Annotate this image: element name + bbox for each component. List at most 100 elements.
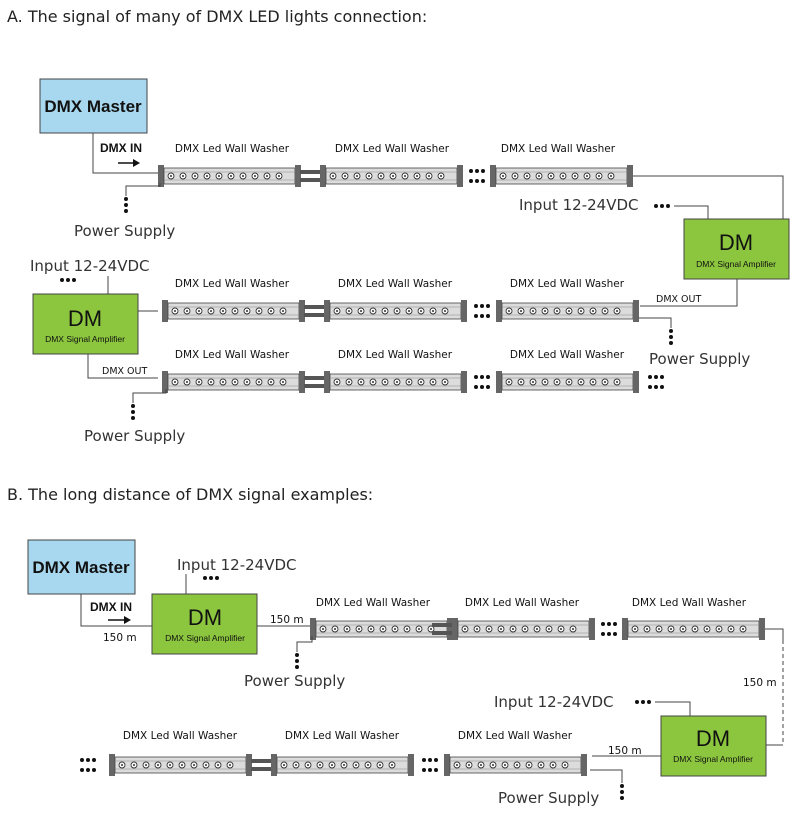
washer-a1-3	[489, 164, 634, 188]
washer-a2-1-label: DMX Led Wall Washer	[175, 278, 290, 290]
row-b1-to-amp-b2-wire	[765, 628, 784, 640]
power-wire-a1	[125, 183, 161, 196]
washer-a3-1-label: DMX Led Wall Washer	[175, 349, 290, 361]
distance-b2-label: 150 m	[270, 614, 304, 626]
washer-b1-2-label: DMX Led Wall Washer	[465, 597, 580, 609]
connector-a2-1	[304, 305, 326, 317]
input-a-left-label: Input 12-24VDC	[30, 257, 149, 275]
power-supply-a2-label: Power Supply	[649, 350, 750, 368]
input-dots-a-left	[60, 278, 76, 282]
input-dots-b2	[635, 700, 651, 704]
washer-a1-1-label: DMX Led Wall Washer	[175, 143, 290, 155]
power-supply-a3-label: Power Supply	[84, 427, 185, 445]
distance-b3-label: 150 m	[743, 677, 777, 689]
power-dots-a2	[669, 329, 673, 345]
amplifier-a-left-title: DM	[68, 306, 102, 331]
continuation-dots-b2	[422, 758, 438, 772]
amplifier-b1-subtitle: DMX Signal Amplifier	[165, 633, 245, 643]
continuation-dots-a1	[469, 169, 485, 183]
continuation-dots-a3-end	[648, 375, 664, 389]
power-dots-b2	[620, 784, 624, 800]
connector-b2-1	[251, 759, 273, 771]
amplifier-b1-title: DM	[188, 605, 222, 630]
washer-a2-2	[323, 299, 468, 323]
connector-a1-1	[300, 170, 322, 182]
power-dots-a3	[131, 404, 135, 420]
washer-b1-3	[621, 617, 766, 641]
washer-a1-1	[157, 164, 302, 188]
section-a-title: A. The signal of many of DMX LED lights …	[7, 7, 427, 26]
dmx-in-a-label: DMX IN	[100, 141, 142, 155]
washer-b2-3-label: DMX Led Wall Washer	[458, 730, 573, 742]
input-b2-label: Input 12-24VDC	[494, 693, 613, 711]
wire-a1-to-amp-right	[633, 175, 784, 219]
dmx-out-a-left-label: DMX OUT	[102, 366, 147, 377]
power-wire-a3	[132, 389, 167, 403]
washer-a1-3-label: DMX Led Wall Washer	[501, 143, 616, 155]
distance-b4-label: 150 m	[608, 745, 642, 757]
amplifier-b1: DM DMX Signal Amplifier	[151, 593, 258, 655]
washer-a2-3	[495, 299, 640, 323]
continuation-dots-a3	[474, 375, 490, 389]
dmx-master-b-label: DMX Master	[32, 558, 130, 577]
amplifier-b2-title: DM	[696, 726, 730, 751]
amplifier-a-left: DM DMX Signal Amplifier	[32, 293, 139, 355]
power-supply-b2-label: Power Supply	[498, 789, 599, 807]
washer-b1-3-label: DMX Led Wall Washer	[632, 597, 747, 609]
amplifier-a-right-subtitle: DMX Signal Amplifier	[696, 259, 776, 269]
washer-b2-1	[108, 753, 253, 777]
section-b-title: B. The long distance of DMX signal examp…	[7, 485, 373, 504]
input-wire-b2	[655, 701, 691, 716]
power-supply-a1-label: Power Supply	[74, 222, 175, 240]
washer-b1-1-label: DMX Led Wall Washer	[316, 597, 431, 609]
power-wire-b1	[296, 636, 313, 652]
washer-b2-2	[270, 753, 415, 777]
washer-b2-3	[443, 753, 588, 777]
washer-a3-3	[495, 370, 640, 394]
washer-a3-2-label: DMX Led Wall Washer	[338, 349, 453, 361]
dmx-in-b-label: DMX IN	[90, 600, 132, 614]
dmx-in-b-arrow	[108, 616, 131, 624]
washer-b1-2	[451, 617, 596, 641]
amplifier-a-right: DM DMX Signal Amplifier	[683, 218, 790, 280]
dmx-out-a-right-wire	[640, 279, 738, 307]
amplifier-a-right-title: DM	[719, 230, 753, 255]
washer-a3-2	[323, 370, 468, 394]
dmx-master-b: DMX Master	[27, 539, 136, 595]
washer-a2-1	[161, 299, 306, 323]
power-supply-b1-label: Power Supply	[244, 672, 345, 690]
dmx-master-a-wire	[92, 133, 158, 174]
power-dots-b1	[295, 653, 299, 669]
dmx-master-a: DMX Master	[39, 78, 148, 134]
input-a-right-label: Input 12-24VDC	[519, 196, 638, 214]
washer-a3-3-label: DMX Led Wall Washer	[510, 349, 625, 361]
power-wire-b2	[590, 769, 623, 783]
dmx-master-a-label: DMX Master	[44, 97, 142, 116]
dmx-out-a-right-label: DMX OUT	[656, 294, 701, 305]
continuation-dots-a2	[474, 304, 490, 318]
continuation-dots-b1	[601, 622, 617, 636]
amp-left-to-row-a3-wire	[87, 354, 158, 379]
input-dots-a-right	[654, 204, 670, 208]
amplifier-b2: DM DMX Signal Amplifier	[660, 715, 767, 777]
washer-b2-2-label: DMX Led Wall Washer	[285, 730, 400, 742]
connector-a3-1	[304, 376, 326, 388]
washer-a1-2-label: DMX Led Wall Washer	[335, 143, 450, 155]
input-b1-label: Input 12-24VDC	[177, 556, 296, 574]
washer-a3-1	[161, 370, 306, 394]
input-dots-b1	[203, 576, 219, 580]
power-dots-a1	[124, 197, 128, 213]
washer-b2-1-label: DMX Led Wall Washer	[123, 730, 238, 742]
washer-a1-2	[319, 164, 464, 188]
amplifier-b2-subtitle: DMX Signal Amplifier	[673, 754, 753, 764]
continuation-dots-b2-start	[80, 758, 96, 772]
distance-b1-label: 150 m	[103, 632, 137, 644]
input-wire-a-right	[674, 205, 709, 219]
washer-a2-2-label: DMX Led Wall Washer	[338, 278, 453, 290]
dmx-master-b-wire	[80, 594, 152, 627]
amplifier-a-left-subtitle: DMX Signal Amplifier	[45, 334, 125, 344]
power-wire-a2	[639, 317, 672, 328]
washer-b1-1	[309, 617, 454, 641]
washer-a2-3-label: DMX Led Wall Washer	[510, 278, 625, 290]
